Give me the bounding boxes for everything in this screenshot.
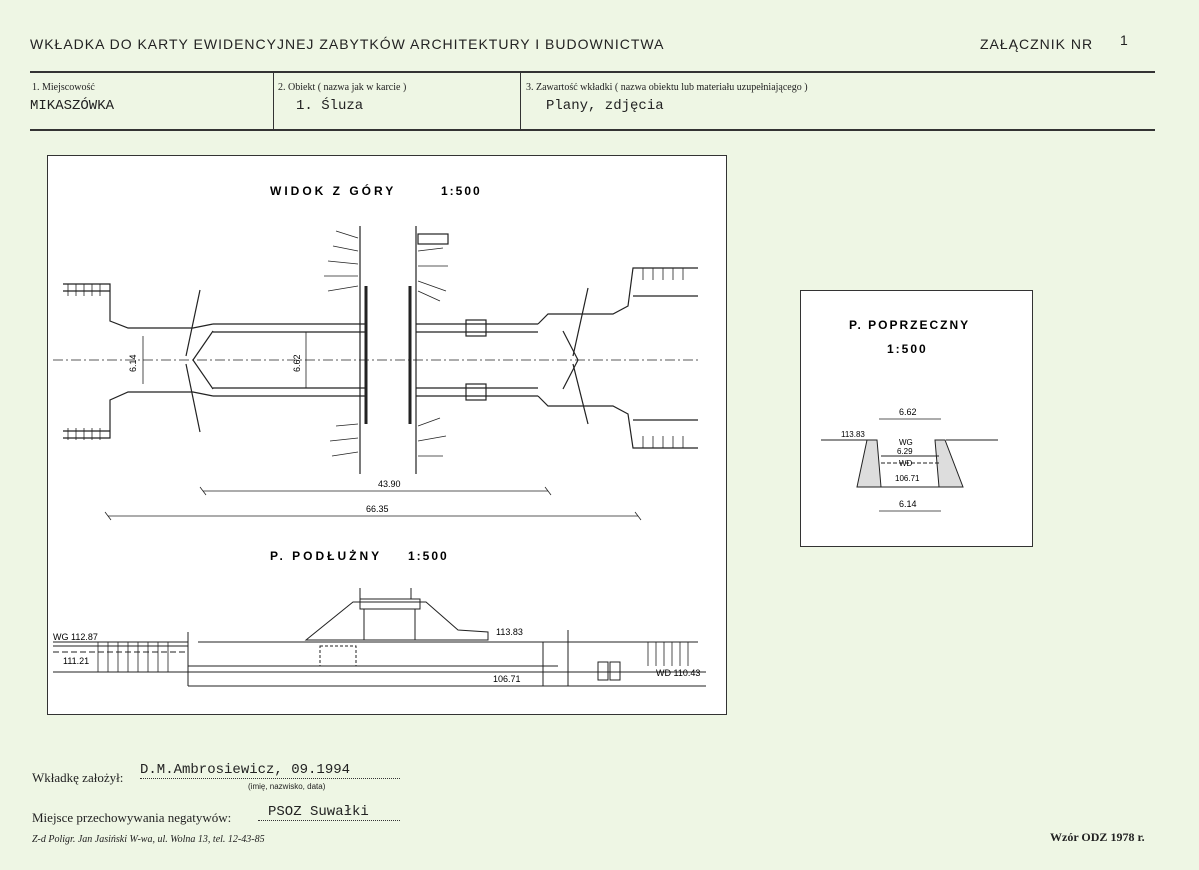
author-value: D.M.Ambrosiewicz, 09.1994 [140,762,400,779]
contents-value: Plany, zdjęcia [546,98,664,114]
chamber-width-dim: 6.62 [292,354,302,372]
cross-wd: WD [899,459,913,468]
cross-section-scale: 1:500 [887,342,928,356]
cross-section-shape [821,418,998,512]
level-wd: WD 110.43 [656,668,700,678]
cross-level-bottom: 106.71 [895,474,920,483]
main-drawing-panel: WIDOK Z GÓRY 1:500 [47,155,727,715]
object-label: 2. Obiekt ( nazwa jak w karcie ) [278,82,407,93]
printer-info: Z-d Poligr. Jan Jasiński W-wa, ul. Wolna… [32,834,265,845]
chamber-length-dim: 43.90 [378,479,401,489]
cross-wg: WG [899,438,913,447]
plan-view [53,226,698,521]
header-rule-top [30,71,1155,73]
level-bottom: 106.71 [493,674,521,684]
form-title: WKŁADKA DO KARTY EWIDENCYJNEJ ZABYTKÓW A… [30,36,665,52]
level-top: 113.83 [496,627,523,637]
field-divider-2 [520,72,521,130]
field-divider-1 [273,72,274,130]
entrance-width-dim: 6.14 [128,354,138,372]
level-lower-left: 111.21 [63,656,89,666]
form-code: Wzór ODZ 1978 r. [1050,830,1145,844]
cross-section-panel: P. POPRZECZNY 1:500 6.62 113.83 WG 6.29 … [800,290,1033,547]
lock-drawing: WIDOK Z GÓRY 1:500 [53,183,706,687]
section-scale: 1:500 [408,549,449,563]
annex-label: ZAŁĄCZNIK NR [980,36,1094,52]
cross-top-width: 6.62 [899,407,917,417]
cross-section-drawing: P. POPRZECZNY 1:500 6.62 113.83 WG 6.29 … [821,318,998,512]
plan-scale: 1:500 [441,184,482,198]
section-view [53,588,706,687]
cross-section-title: P. POPRZECZNY [849,318,970,332]
plan-title: WIDOK Z GÓRY [270,183,396,198]
cross-mid-dim: 6.29 [897,447,913,456]
cross-level-top: 113.83 [841,430,865,439]
locality-label: 1. Miejscowość [32,82,95,93]
annex-number: 1 [1120,32,1128,48]
section-title: P. PODŁUŻNY [270,548,382,563]
author-hint: (imię, nazwisko, data) [248,782,326,791]
header-rule-bottom [30,129,1155,131]
total-length-dim: 66.35 [366,504,389,514]
contents-label: 3. Zawartość wkładki ( nazwa obiektu lub… [526,82,808,93]
author-label: Wkładkę założył: [32,770,124,785]
object-value: 1. Śluza [296,98,364,114]
storage-value: PSOZ Suwałki [258,804,400,821]
level-wg: WG 112.87 [53,632,98,642]
cross-bottom-width: 6.14 [899,499,917,509]
storage-label: Miejsce przechowywania negatywów: [32,810,232,825]
locality-value: MIKASZÓWKA [30,98,115,114]
